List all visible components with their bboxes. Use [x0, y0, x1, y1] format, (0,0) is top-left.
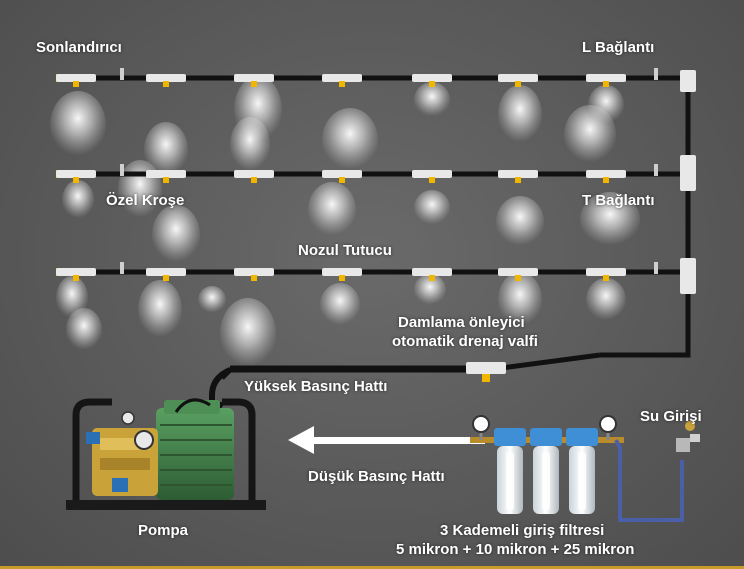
mist-cloud: [198, 286, 226, 314]
nozzle: [429, 177, 435, 183]
nozzle: [515, 177, 521, 183]
pipe-clip: [654, 68, 658, 80]
nozzle-holder: [234, 74, 274, 82]
label-filter-line1: 3 Kademeli giriş filtresi: [440, 522, 605, 539]
branch-line-1: [56, 68, 688, 87]
mist-cloud: [414, 274, 446, 306]
mist-cloud: [144, 122, 188, 178]
mist-cloud: [230, 117, 270, 173]
label-low-pressure-line: Düşük Basınç Hattı: [308, 468, 445, 485]
nozzle-holder: [56, 74, 96, 82]
nozzle: [603, 81, 609, 87]
filter-unit: [470, 415, 700, 522]
branch-lines: [56, 68, 688, 281]
nozzle-holder: [498, 74, 538, 82]
label-anti-drip-line2: otomatik drenaj valfi: [392, 333, 538, 350]
nozzle-holder: [412, 268, 452, 276]
nozzle-holder: [146, 268, 186, 276]
pump-unit: [66, 398, 266, 510]
label-high-pressure-line: Yüksek Basınç Hattı: [244, 378, 388, 395]
mist-cloud: [498, 85, 542, 145]
nozzle: [251, 81, 257, 87]
nozzle-holder: [498, 170, 538, 178]
nozzle: [251, 275, 257, 281]
drain-valve: [466, 362, 506, 382]
nozzle: [603, 275, 609, 281]
nozzle: [339, 81, 345, 87]
nozzle-holder: [322, 170, 362, 178]
pipe-clip: [654, 262, 658, 274]
nozzle: [163, 81, 169, 87]
label-terminator: Sonlandırıcı: [36, 39, 122, 56]
nozzle: [163, 275, 169, 281]
nozzle: [339, 275, 345, 281]
mist-cloud: [62, 180, 94, 220]
mist-cloud: [152, 205, 200, 265]
pipe-clip: [654, 164, 658, 176]
branch-line-3: [56, 262, 688, 281]
branch-line-2: [56, 164, 688, 183]
label-special-crosse: Özel Kroşe: [106, 192, 185, 209]
nozzle: [251, 177, 257, 183]
label-filter-line2: 5 mikron + 10 mikron + 25 mikron: [396, 541, 635, 558]
nozzle-holder: [586, 268, 626, 276]
riser-fittings: [680, 70, 696, 294]
mist-cloud: [564, 105, 616, 165]
mist-cloud: [580, 192, 640, 248]
nozzle: [339, 177, 345, 183]
mist-cloud: [118, 160, 162, 220]
nozzle: [73, 177, 79, 183]
nozzle-holder: [146, 74, 186, 82]
mist-clouds: [50, 76, 640, 370]
filter-housing: [494, 428, 526, 514]
nozzle: [429, 275, 435, 281]
nozzle-holder: [56, 170, 96, 178]
mist-cloud: [414, 190, 450, 226]
nozzle-holder: [234, 170, 274, 178]
label-pump: Pompa: [138, 522, 189, 539]
mist-cloud: [138, 280, 182, 340]
nozzle-holder: [56, 268, 96, 276]
pipe-clip: [120, 262, 124, 274]
label-l-connector: L Bağlantı: [582, 39, 655, 56]
mist-cloud: [498, 272, 542, 328]
label-nozzle-holder: Nozul Tutucu: [298, 242, 392, 259]
nozzle: [515, 81, 521, 87]
nozzle-holder: [322, 74, 362, 82]
nozzle: [163, 177, 169, 183]
mist-cloud: [308, 182, 356, 238]
nozzle-holder: [498, 268, 538, 276]
pipe-clip: [120, 68, 124, 80]
mist-cloud: [50, 91, 106, 159]
mist-cloud: [586, 278, 626, 322]
nozzle: [515, 275, 521, 281]
mist-cloud: [220, 298, 276, 370]
nozzle: [603, 177, 609, 183]
low-pressure-arrow: [288, 426, 485, 454]
filter-housing: [530, 428, 562, 514]
nozzle-holder: [412, 170, 452, 178]
pipe-clip: [120, 164, 124, 176]
nozzle: [429, 81, 435, 87]
nozzle-holder: [586, 170, 626, 178]
filter-housing: [566, 428, 598, 514]
nozzle: [73, 275, 79, 281]
label-water-inlet: Su Girişi: [640, 408, 702, 425]
mist-cloud: [320, 283, 360, 327]
nozzle-holder: [234, 268, 274, 276]
mist-cloud: [66, 308, 102, 352]
nozzle: [73, 81, 79, 87]
mist-cloud: [496, 196, 544, 248]
nozzle-holder: [322, 268, 362, 276]
label-anti-drip-line1: Damlama önleyici: [398, 314, 525, 331]
nozzle-holder: [586, 74, 626, 82]
nozzle-holder: [412, 74, 452, 82]
mist-cloud: [414, 82, 450, 118]
label-t-connector: T Bağlantı: [582, 192, 655, 209]
nozzle-holder: [146, 170, 186, 178]
mist-cloud: [322, 108, 378, 172]
